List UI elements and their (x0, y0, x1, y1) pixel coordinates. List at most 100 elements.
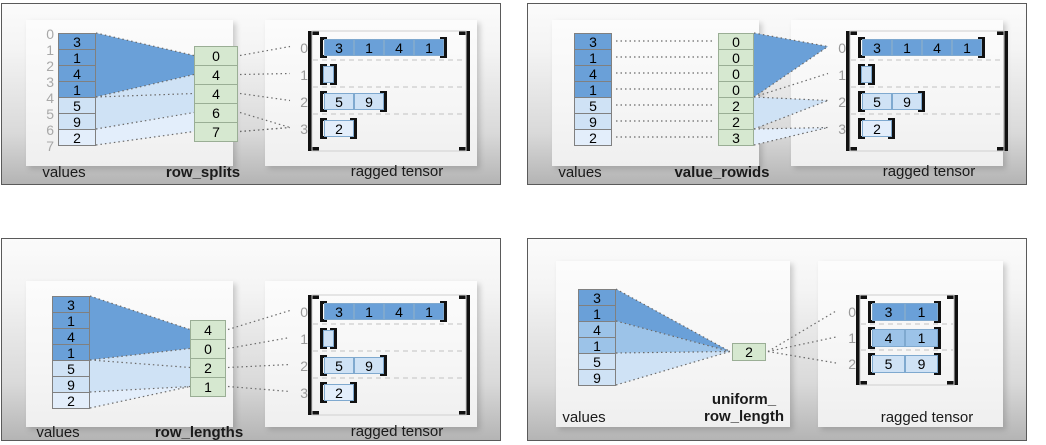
value-cell: 3 (52, 296, 90, 313)
tensor-row-index: 3 (300, 120, 308, 137)
tensor-cell: 3 (862, 39, 892, 56)
value-cell: 2 (574, 129, 612, 146)
tensor-caption: ragged tensor (350, 423, 444, 440)
tensor-row-index: 2 (848, 356, 856, 372)
tensor-cell: 5 (324, 357, 354, 374)
tensor-row-index: 2 (838, 93, 846, 110)
tensor-cell: 9 (354, 93, 384, 110)
tensor-caption: ragged tensor (880, 409, 974, 426)
values-caption: values (36, 424, 80, 441)
tensor-row-index: 2 (300, 357, 308, 374)
tensor-cell: 5 (324, 93, 354, 110)
tensor-row-index: 2 (300, 93, 308, 110)
tensor-cell: 4 (384, 303, 414, 320)
partition-caption: uniform_ row_length (703, 391, 784, 425)
value-cell: 2 (52, 392, 90, 409)
partition-cell: 7 (194, 122, 238, 142)
value-cell: 1 (578, 305, 616, 322)
tensor-cell: 2 (324, 384, 354, 401)
partition-cell: 2 (718, 113, 754, 130)
value-index-label: 5 (46, 105, 54, 122)
tensor-cell: 4 (872, 329, 905, 347)
tensor-cell: 5 (862, 93, 892, 110)
tensor-row-index: 0 (838, 39, 846, 56)
value-cell: 4 (574, 65, 612, 82)
partition-caption: row_lengths (154, 424, 244, 441)
partition-cell: 1 (190, 377, 226, 397)
value-cell: 4 (578, 321, 616, 338)
tensor-empty-cell (861, 66, 872, 83)
values-caption: values (562, 409, 606, 426)
value-cell: 5 (574, 97, 612, 114)
partition-cell: 0 (190, 339, 226, 359)
partition-cell: 6 (194, 103, 238, 123)
value-index-label: 0 (46, 25, 54, 42)
partition-cell: 2 (718, 97, 754, 114)
value-cell: 1 (574, 81, 612, 98)
tensor-cell: 3 (872, 303, 905, 321)
tensor-row-index: 1 (838, 66, 846, 83)
value-cell: 1 (578, 337, 616, 354)
tensor-cell: 1 (354, 39, 384, 56)
tensor-cell: 9 (354, 357, 384, 374)
tensor-caption: ragged tensor (882, 163, 976, 180)
value-cell: 1 (58, 81, 96, 98)
tensor-cell: 9 (905, 355, 938, 373)
value-index-label: 7 (46, 137, 54, 154)
partition-cell: 4 (194, 65, 238, 85)
tensor-cell: 1 (905, 329, 938, 347)
tensor-row-index: 1 (300, 66, 308, 83)
tensor-cell: 4 (384, 39, 414, 56)
tensor-cell: 1 (892, 39, 922, 56)
partition-cell: 0 (718, 81, 754, 98)
partition-cell: 2 (732, 343, 766, 361)
value-cell: 4 (58, 65, 96, 82)
tensor-cell: 1 (905, 303, 938, 321)
tensor-cell: 9 (892, 93, 922, 110)
partition-cell: 0 (718, 65, 754, 82)
partition-cell: 4 (190, 320, 226, 340)
partition-cell: 2 (190, 358, 226, 378)
tensor-row-index: 3 (838, 120, 846, 137)
value-cell: 1 (52, 344, 90, 361)
value-cell: 4 (52, 328, 90, 345)
partition-cell: 3 (718, 129, 754, 146)
partition-caption: value_rowids (674, 164, 770, 181)
tensor-cell: 2 (862, 120, 892, 137)
value-cell: 2 (58, 129, 96, 146)
tensor-row-index: 0 (300, 39, 308, 56)
tensor-cell: 1 (414, 39, 444, 56)
value-index-label: 1 (46, 41, 54, 58)
value-cell: 3 (58, 33, 96, 50)
partition-cell: 4 (194, 84, 238, 104)
tensor-cell: 3 (324, 39, 354, 56)
partition-cell: 0 (718, 49, 754, 66)
partition-cell: 0 (718, 33, 754, 50)
tensor-cell: 1 (354, 303, 384, 320)
value-cell: 9 (58, 113, 96, 130)
value-cell: 1 (574, 49, 612, 66)
partition-caption: row_splits (165, 164, 241, 181)
tensor-caption: ragged tensor (350, 163, 444, 180)
tensor-row-index: 3 (300, 384, 308, 401)
tensor-empty-cell (323, 330, 334, 347)
value-index-label: 6 (46, 121, 54, 138)
value-index-label: 2 (46, 57, 54, 74)
tensor-empty-cell (323, 66, 334, 83)
value-index-label: 4 (46, 89, 54, 106)
value-cell: 5 (578, 353, 616, 370)
value-cell: 1 (52, 312, 90, 329)
tensor-cell: 2 (324, 120, 354, 137)
value-cell: 9 (52, 376, 90, 393)
value-cell: 5 (58, 97, 96, 114)
value-cell: 3 (574, 33, 612, 50)
value-index-label: 3 (46, 73, 54, 90)
tensor-row-index: 1 (848, 330, 856, 346)
tensor-cell: 5 (872, 355, 905, 373)
tensor-cell: 1 (952, 39, 982, 56)
values-caption: values (558, 164, 602, 181)
